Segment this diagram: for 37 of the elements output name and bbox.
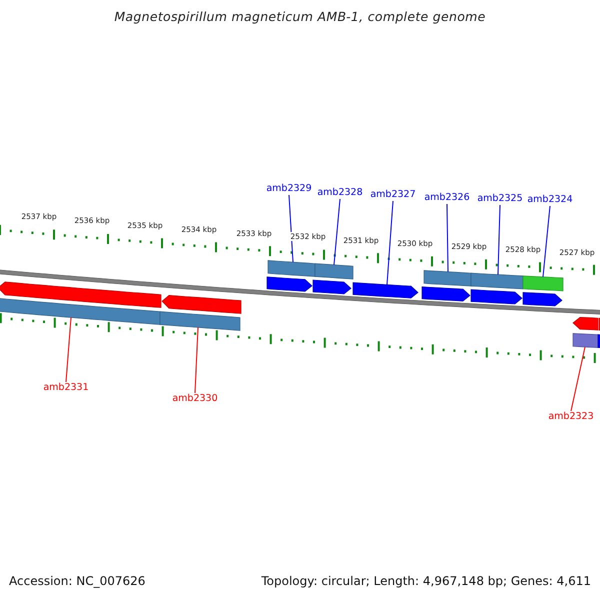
gene-label: amb2327 — [370, 189, 416, 201]
gene-block — [0, 282, 162, 308]
gene-label: amb2331 — [43, 382, 89, 394]
leader-line — [194, 326, 198, 394]
gene-block — [522, 292, 562, 306]
genome-info-text: Topology: circular; Length: 4,967,148 bp; Genes: 4,611 — [261, 574, 591, 589]
leader-line — [446, 204, 448, 272]
gene-block — [572, 317, 598, 330]
leader-line — [334, 198, 340, 266]
leader-line — [498, 204, 500, 276]
gene-block — [470, 289, 522, 304]
gene-bar — [314, 263, 354, 280]
gene-label: amb2328 — [317, 187, 363, 199]
gene-bar — [470, 272, 524, 290]
gene-block — [352, 282, 418, 298]
gene-bar — [0, 298, 160, 325]
leader-line — [288, 194, 294, 263]
gene-label: amb2329 — [266, 183, 312, 195]
gene-bar — [572, 333, 598, 348]
accession-text: Accession: NC_007626 — [9, 574, 146, 589]
leader-line — [570, 346, 586, 412]
gene-label: amb2323 — [548, 411, 594, 423]
gene-label: amb2330 — [172, 393, 218, 405]
gene-block — [312, 280, 352, 294]
gene-block — [162, 295, 242, 314]
leader-line — [66, 317, 72, 382]
gene-block — [266, 276, 312, 292]
gene-block — [422, 286, 470, 302]
gene-label: amb2325 — [477, 193, 523, 205]
gene-bar — [424, 270, 472, 286]
gene-bar — [522, 276, 564, 292]
gene-label: amb2326 — [424, 192, 470, 204]
gene-bar — [160, 311, 240, 331]
title: Magnetospirillum magneticum AMB-1, complete genome — [113, 9, 487, 24]
gene-label: amb2324 — [527, 194, 573, 206]
leader-line — [386, 200, 394, 286]
gene-bar — [268, 260, 316, 277]
